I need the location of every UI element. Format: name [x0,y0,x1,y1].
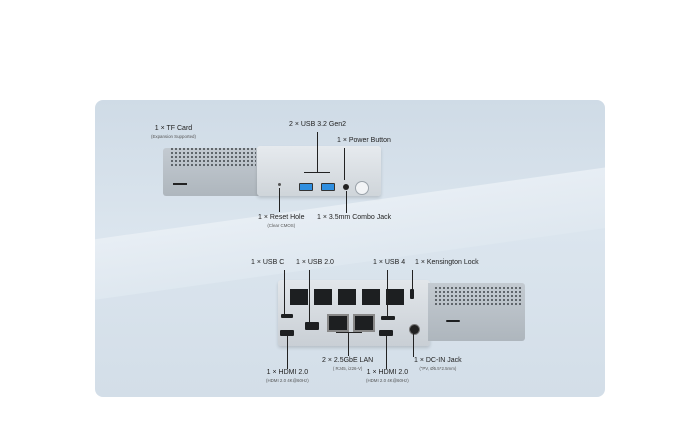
leader-line [344,148,345,180]
reset-hole [278,183,281,186]
leader-line [386,336,387,369]
leader-line [413,333,414,357]
reset-hole-label: 1 × Reset Hole (Clear CMOS) [258,214,305,228]
dc-in-label: 1 × DC-IN Jack ("PV, Ø5.5*2.5mm) [414,357,462,371]
leader-line [284,270,285,314]
leader-line [279,188,280,212]
hdmi-left-label: 1 × HDMI 2.0 (HDMI 2.0 4K@60Hz) [266,369,309,383]
leader-line [304,172,330,173]
leader-line [346,191,347,213]
leader-line [287,336,288,369]
tf-card-label: 1 × TF Card (Expansion Supported) [151,125,196,139]
hdmi-port [379,330,393,336]
rear-vent [362,289,380,305]
lan-port [327,314,349,332]
audio-jack [343,184,349,190]
leader-line [317,132,318,172]
rear-vent [386,289,404,305]
power-button-label: 1 × Power Button [337,137,391,144]
usb-port [299,183,313,191]
leader-line [336,332,362,333]
usb32-label: 2 × USB 3.2 Gen2 [289,121,347,128]
power-button-icon [355,181,369,195]
leader-line [412,270,413,289]
usb4-label: 1 × USB 4 [373,259,406,266]
dc-in-jack [409,324,420,335]
combo-jack-label: 1 × 3.5mm Combo Jack [317,214,392,221]
tf-card-slot [446,320,460,322]
usb2-port [305,322,319,330]
rear-vent [314,289,332,305]
rear-vent [338,289,356,305]
usb-port [321,183,335,191]
rear-vent [290,289,308,305]
leader-line [348,332,349,356]
hdmi-port [280,330,294,336]
tf-card-slot [173,183,187,185]
usb-c-port [281,314,293,318]
usb2-label: 1 × USB 2.0 [296,259,334,266]
lan-port [353,314,375,332]
kensington-lock-slot [410,289,414,299]
usb-c-label: 1 × USB C [251,259,285,266]
lan-label: 2 × 2.5GbE LAN ( RJ45, i226-V) [322,357,374,371]
hdmi-right-label: 1 × HDMI 2.0 (HDMI 2.0 4K@60Hz) [366,369,409,383]
ventilation-grill [170,147,256,167]
kensington-lock-label: 1 × Kensington Lock [415,259,479,266]
ventilation-grill [434,286,522,306]
leader-line [309,270,310,322]
leader-line [387,270,388,316]
usb4-port [381,316,395,320]
